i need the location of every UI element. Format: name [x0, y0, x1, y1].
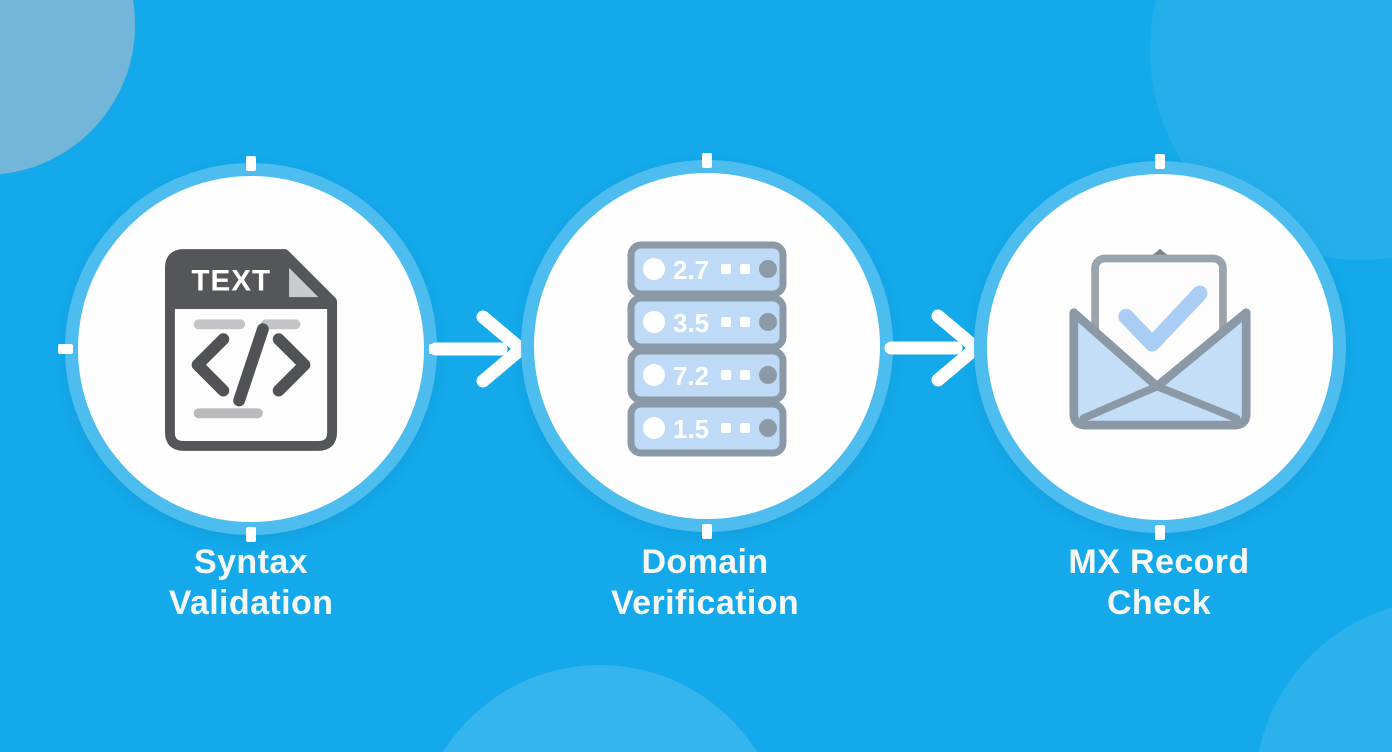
- server-value: 1.5: [673, 414, 709, 444]
- arrow-right-icon: [429, 310, 528, 388]
- text-line: [193, 319, 246, 330]
- server-unit: [627, 400, 787, 457]
- server-unit: [627, 294, 787, 351]
- text-file-code-icon: TEXT: [164, 249, 338, 451]
- server-knob: [759, 366, 777, 384]
- envelope-fold-right: [1153, 382, 1241, 423]
- check-icon: [1118, 285, 1208, 352]
- server-value: 2.7: [673, 255, 709, 285]
- server-led: [643, 364, 665, 386]
- step-syntax-validation-circle: TEXT: [58, 156, 444, 542]
- envelope-fold-left: [1079, 382, 1161, 423]
- server-slot: [740, 370, 750, 380]
- server-led: [643, 258, 665, 280]
- code-bracket-right: [272, 333, 311, 397]
- text-line: [193, 408, 263, 419]
- server-stack-icon: 2.7 3.5 7.2 1.5: [627, 241, 787, 457]
- text-line: [260, 319, 301, 330]
- file-type-badge: TEXT: [191, 265, 271, 298]
- server-slot: [721, 370, 731, 380]
- decorative-circle-bottom-center: [415, 665, 785, 752]
- tick-mark: [246, 527, 256, 542]
- step-label-line: Validation: [168, 584, 334, 622]
- envelope-check-icon: [1069, 248, 1251, 430]
- server-value: 7.2: [673, 361, 709, 391]
- tick-mark: [702, 524, 712, 539]
- server-knob: [759, 313, 777, 331]
- step-label-syntax-validation: Syntax Validation: [41, 542, 461, 624]
- decorative-circle-top-left: [0, 0, 135, 175]
- server-slot: [721, 317, 731, 327]
- code-slash: [233, 323, 269, 407]
- server-slot: [721, 264, 731, 274]
- code-bracket-left: [191, 333, 230, 397]
- step-label-domain-verification: Domain Verification: [495, 542, 915, 624]
- tick-mark: [246, 156, 256, 171]
- step-label-line: MX Record: [1068, 543, 1250, 581]
- folded-corner: [280, 252, 334, 307]
- server-slot: [740, 423, 750, 433]
- tick-mark: [1155, 525, 1165, 540]
- step-label-mx-record-check: MX Record Check: [949, 542, 1369, 624]
- tick-mark: [58, 344, 73, 354]
- server-slot: [740, 264, 750, 274]
- step-label-line: Check: [1106, 584, 1212, 622]
- tick-mark: [702, 153, 712, 168]
- step-domain-verification-circle: 2.7 3.5 7.2 1.5: [521, 153, 893, 539]
- step-mx-record-check-circle: [974, 154, 1346, 540]
- tick-mark: [1155, 154, 1165, 169]
- server-value: 3.5: [673, 308, 709, 338]
- server-unit: [627, 347, 787, 404]
- arrow-right-icon: [884, 309, 983, 387]
- step-label-line: Domain: [641, 543, 769, 581]
- step-label-line: Verification: [610, 584, 800, 622]
- server-knob: [759, 419, 777, 437]
- server-led: [643, 311, 665, 333]
- server-slot: [721, 423, 731, 433]
- server-slot: [740, 317, 750, 327]
- envelope-pocket: [1069, 308, 1251, 430]
- server-unit: [627, 241, 787, 298]
- step-label-line: Syntax: [194, 543, 308, 581]
- server-knob: [759, 260, 777, 278]
- server-led: [643, 417, 665, 439]
